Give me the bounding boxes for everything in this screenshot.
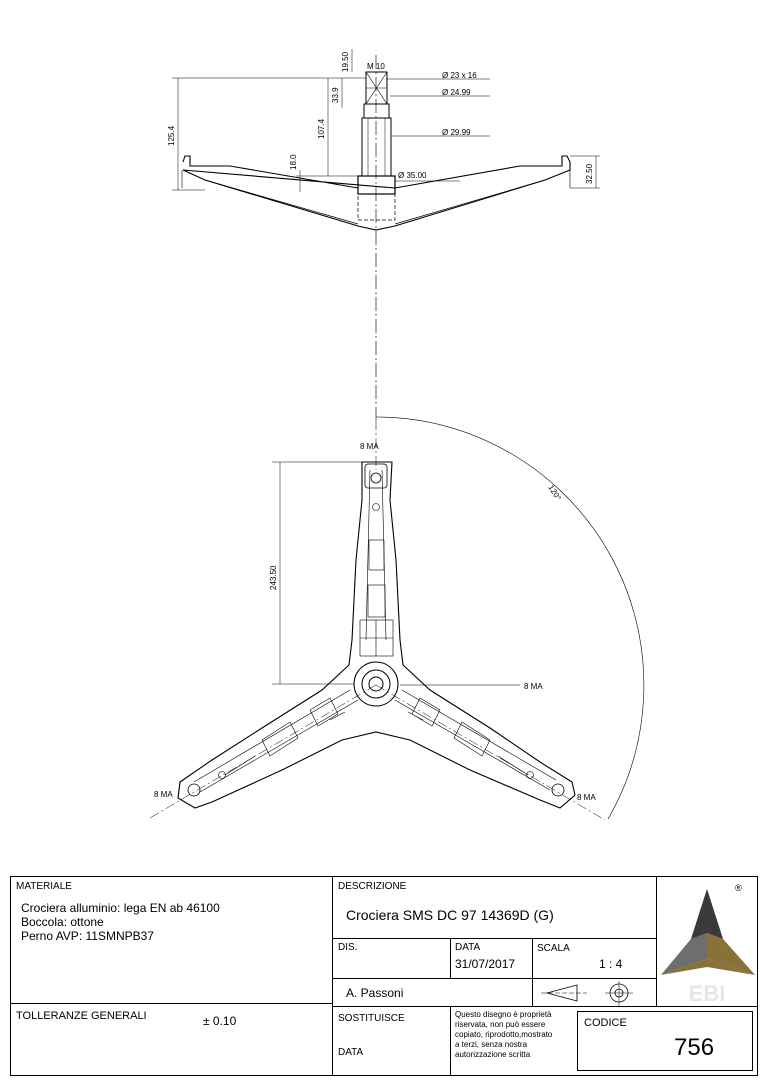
pin-top (372, 503, 380, 511)
hole-center-label: 8 MA (524, 682, 543, 691)
registered-mark: ® (735, 883, 742, 893)
diameter-label-1: Ø 23 x 16 (442, 71, 477, 80)
thread-label: M 10 (367, 62, 385, 71)
drawn-label: DIS. (338, 942, 358, 953)
code-label: CODICE (584, 1017, 627, 1029)
notice-line-3: copiato, riprodotto,mostrato (455, 1030, 553, 1039)
overall-height-label: 125.4 (167, 125, 176, 146)
projection-symbol-icon (541, 981, 633, 1006)
tolerance-label: TOLLERANZE GENERALI (16, 1010, 147, 1022)
notice-cell: Questo disegno è proprietà riservata, no… (451, 1007, 577, 1075)
technical-drawing: M 10 Ø 23 x 16 Ø 24.99 Ø 29.99 Ø 35.00 1… (149, 49, 645, 821)
plan-axis-right (375, 684, 606, 821)
title-block: MATERIALE Crociera alluminio: lega EN ab… (10, 876, 758, 1076)
hub-label: 18.0 (289, 154, 298, 170)
drawn-cell: DIS. (333, 939, 451, 979)
shaft-long-label: 107.4 (317, 118, 326, 139)
diameter-label-2: Ø 24.99 (442, 88, 471, 97)
replaces-cell: SOSTITUISCE DATA (333, 1007, 451, 1075)
date-cell: DATA 31/07/2017 (451, 939, 533, 979)
notice-line-2: riservata, non può essere (455, 1020, 546, 1029)
rib-seg-1 (368, 539, 385, 571)
code-cell: CODICE 756 (577, 1011, 753, 1071)
description-label: DESCRIZIONE (338, 881, 407, 892)
shaft-section-a (363, 103, 390, 119)
arm-end-label: 32.50 (585, 163, 594, 184)
drawn-name-cell: A. Passoni (333, 979, 533, 1007)
notice-line-4: a terzi, senza nostra (455, 1040, 528, 1049)
replaces-date-label: DATA (338, 1047, 364, 1058)
spider-profile (182, 155, 571, 231)
arm-length-label: 243.50 (269, 565, 278, 590)
notice-line-5: autorizzazione scritta (455, 1050, 531, 1059)
code-value: 756 (674, 1034, 715, 1061)
plan-axis-left (149, 684, 377, 819)
elevation-view: M 10 Ø 23 x 16 Ø 24.99 Ø 29.99 Ø 35.00 1… (167, 49, 600, 420)
pin-right (526, 771, 534, 779)
date-value: 31/07/2017 (455, 957, 516, 971)
vertical-dims: 125.4 19.50 33.9 107.4 18.0 32.50 (167, 49, 600, 192)
hole-left (187, 783, 201, 797)
hub-outer (353, 661, 399, 707)
notice-line-1: Questo disegno è proprietà (455, 1010, 552, 1019)
diameter-label-4: Ø 35.00 (398, 171, 427, 180)
pin-left (218, 771, 226, 779)
drawn-value: A. Passoni (346, 986, 404, 1000)
description-cell: DESCRIZIONE Crociera SMS DC 97 14369D (G… (333, 877, 657, 939)
hole-right-label: 8 MA (577, 793, 596, 802)
rib-segments (224, 539, 529, 776)
angle-arc (375, 416, 645, 820)
shaft-mid-label: 33.9 (331, 87, 340, 103)
replaces-label: SOSTITUISCE (338, 1013, 405, 1024)
tolerance-cell: TOLLERANZE GENERALI ± 0.10 (11, 1003, 332, 1075)
ebi-logo-icon: EBI ® (661, 883, 755, 1006)
plan-view: 120° (149, 416, 645, 821)
spider-inner-edge (204, 179, 546, 225)
scale-label: SCALA (537, 943, 570, 954)
material-line-2: Boccola: ottone (21, 915, 104, 929)
hub-mid (361, 669, 391, 699)
arm-holes (187, 463, 565, 797)
tolerance-value: ± 0.10 (203, 1014, 237, 1028)
diameter-label-3: Ø 29.99 (442, 128, 471, 137)
hole-left-label: 8 MA (154, 790, 173, 799)
hub-inner (368, 676, 384, 692)
material-line-3: Perno AVP: 11SMNPB37 (21, 929, 154, 943)
angle-label: 120° (546, 483, 562, 502)
projection-cell (533, 978, 657, 1007)
logo-cell: EBI ® (657, 877, 757, 1007)
hole-top-label: 8 MA (360, 442, 379, 451)
rib-seg-2 (367, 584, 386, 618)
diameter-dims: M 10 Ø 23 x 16 Ø 24.99 Ø 29.99 Ø 35.00 (367, 62, 490, 182)
shaft-top-label: 19.50 (341, 51, 350, 72)
scale-cell: SCALA 1 : 4 (533, 939, 657, 979)
hole-top-boss (364, 463, 388, 489)
shaft-section-b (361, 117, 392, 177)
spider-body (177, 461, 576, 809)
hole-top (370, 472, 382, 484)
rib-right-segs (407, 697, 529, 776)
material-column: MATERIALE Crociera alluminio: lega EN ab… (11, 877, 333, 1075)
logo-text: EBI (689, 981, 726, 1006)
material-line-1: Crociera alluminio: lega EN ab 46100 (21, 901, 220, 915)
description-value: Crociera SMS DC 97 14369D (G) (346, 907, 554, 923)
bushing-hidden (357, 193, 396, 221)
date-label: DATA (455, 942, 481, 953)
rib-left-segs (224, 697, 346, 776)
material-label: MATERIALE (16, 881, 72, 892)
spider-ribs (193, 469, 557, 793)
hole-right (551, 783, 565, 797)
scale-value: 1 : 4 (599, 957, 623, 971)
